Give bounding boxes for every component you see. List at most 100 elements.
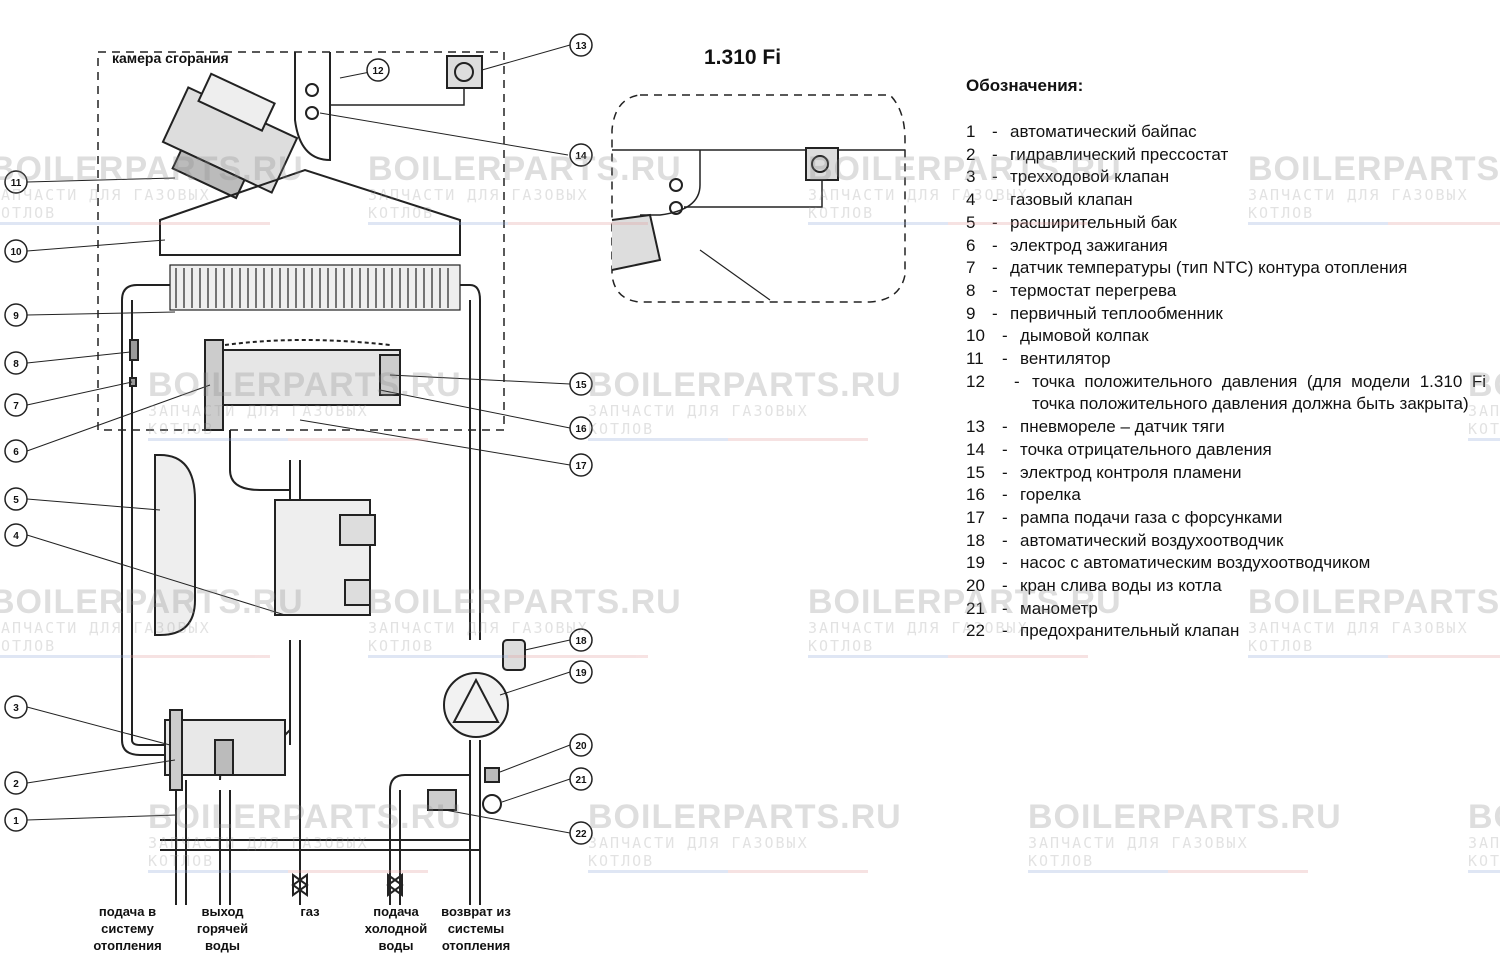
callout-number: 17 — [575, 461, 587, 472]
callout-circle — [569, 143, 593, 167]
legend-item: 15-электрод контроля пламени — [966, 462, 1486, 485]
callout-circle — [4, 170, 28, 194]
callout-circle — [569, 453, 593, 477]
callout-circle — [569, 33, 593, 57]
legend-item-text: трехходовой клапан — [1010, 167, 1170, 187]
legend-item: 11-вентилятор — [966, 348, 1486, 371]
callout-circle — [4, 523, 28, 547]
legend-item: 14-точка отрицательного давления — [966, 439, 1486, 462]
legend-item: 9-первичный теплообменник — [966, 303, 1486, 326]
legend-item: 13-пневмореле – датчик тяги — [966, 416, 1486, 439]
callout-number: 9 — [13, 311, 19, 322]
inset-title: 1.310 Fi — [704, 46, 782, 69]
safety-valve — [427, 789, 457, 811]
legend-item-number: 4 — [966, 190, 976, 210]
callout-number: 6 — [13, 447, 19, 458]
pump — [443, 672, 509, 738]
legend-item-text: точка положительного давления (для модел… — [1032, 371, 1486, 414]
callout-number: 21 — [575, 775, 587, 786]
legend-dash: - — [1002, 598, 1008, 618]
callout-circle — [569, 372, 593, 396]
callout-number: 10 — [10, 247, 22, 258]
legend-dash: - — [1002, 326, 1008, 346]
callout-circle — [4, 808, 28, 832]
legend-item-number: 8 — [966, 280, 976, 300]
legend-item-number: 10 — [966, 326, 985, 346]
callout-circle — [569, 660, 593, 684]
legend-item: 10-дымовой колпак — [966, 325, 1486, 348]
air-vent — [502, 639, 526, 671]
gas-valve — [274, 499, 376, 616]
legend-dash: - — [992, 212, 998, 232]
legend-dash: - — [1002, 417, 1008, 437]
callout-circle — [4, 487, 28, 511]
callout-number: 14 — [575, 151, 587, 162]
legend-title: Обозначения: — [966, 76, 1084, 95]
legend-dash: - — [992, 167, 998, 187]
callout-number: 11 — [11, 178, 22, 189]
callout-number: 2 — [13, 779, 19, 790]
legend-item: 16-горелка — [966, 484, 1486, 507]
legend-item: 6-электрод зажигания — [966, 235, 1486, 258]
legend-dash: - — [1002, 576, 1008, 596]
legend-dash: - — [1002, 507, 1008, 527]
legend-dash: - — [1002, 349, 1008, 369]
legend-dash: - — [992, 144, 998, 164]
expansion-tank — [154, 454, 196, 636]
legend-item-number: 17 — [966, 507, 985, 527]
legend-item-text: автоматический воздухоотводчик — [1020, 530, 1284, 550]
legend-item-text: расширительный бак — [1010, 212, 1177, 232]
fan-hood — [294, 52, 331, 162]
legend-item: 2-гидравлический прессостат — [966, 144, 1486, 167]
callout-number: 1 — [13, 816, 19, 827]
legend-item-number: 21 — [966, 598, 985, 618]
legend-item-number: 19 — [966, 553, 985, 573]
callout-number: 19 — [575, 668, 587, 679]
legend-item-number: 2 — [966, 144, 976, 164]
legend-dash: - — [992, 303, 998, 323]
legend-item-number: 15 — [966, 462, 985, 482]
drain-tap — [484, 767, 500, 783]
callout-circle — [569, 416, 593, 440]
legend-item: 22-предохранительный клапан — [966, 620, 1486, 643]
legend-item: 8-термостат перегрева — [966, 280, 1486, 303]
legend-item-number: 12 — [966, 371, 985, 391]
callout-number: 12 — [372, 66, 384, 77]
legend-item: 7-датчик температуры (тип NTC) контура о… — [966, 257, 1486, 280]
legend-dash: - — [1002, 439, 1008, 459]
legend-item-number: 16 — [966, 485, 985, 505]
bottom-label-heating-return: возврат из системы отопления — [441, 904, 511, 953]
legend-item: 1-автоматический байпас — [966, 121, 1486, 144]
legend-item-number: 20 — [966, 576, 985, 596]
inset-detail — [611, 94, 906, 303]
legend-dash: - — [1002, 553, 1008, 573]
callout-number: 5 — [13, 495, 19, 506]
combustion-chamber-outline — [97, 51, 505, 431]
legend-item-number: 18 — [966, 530, 985, 550]
callout-number: 13 — [575, 41, 587, 52]
heat-exchanger — [169, 264, 461, 311]
bottom-label-gas: газ — [300, 904, 320, 919]
legend-item-text: датчик температуры (тип NTC) контура ото… — [1010, 258, 1408, 278]
legend-item-text: гидравлический прессостат — [1010, 144, 1229, 164]
cold-water-cock — [386, 873, 404, 897]
legend-item: 17-рампа подачи газа с форсунками — [966, 507, 1486, 530]
bottom-label-cold-water-in: подача холодной воды — [364, 904, 428, 953]
legend-dash: - — [992, 190, 998, 210]
legend-item: 12-точка положительного давления (для мо… — [966, 371, 1486, 416]
combustion-chamber-label: камера сгорания — [112, 50, 229, 66]
legend-dash: - — [1002, 485, 1008, 505]
legend-dash: - — [1002, 530, 1008, 550]
legend-item-number: 7 — [966, 258, 976, 278]
legend-item-number: 11 — [966, 349, 984, 369]
legend-item-text: манометр — [1020, 598, 1098, 618]
legend-item-text: пневмореле – датчик тяги — [1020, 417, 1225, 437]
legend-dash: - — [1002, 462, 1008, 482]
callout-circle — [4, 303, 28, 327]
callout-circle — [4, 351, 28, 375]
fan — [161, 72, 299, 200]
callout-number: 18 — [575, 636, 587, 647]
callout-number: 3 — [13, 703, 19, 714]
callout-circle — [569, 821, 593, 845]
legend-item-text: вентилятор — [1020, 349, 1111, 369]
